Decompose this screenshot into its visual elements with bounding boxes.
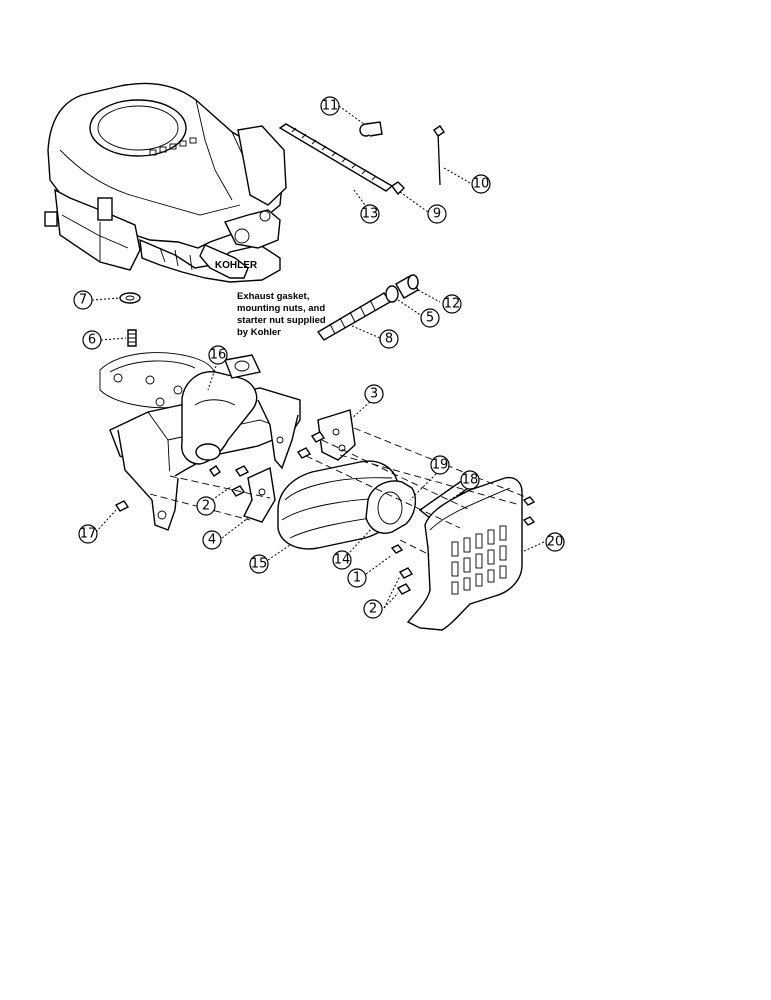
callout-15: 15 <box>249 554 269 574</box>
svg-text:20: 20 <box>547 535 564 550</box>
svg-text:11: 11 <box>322 99 339 114</box>
svg-text:7: 7 <box>79 293 87 308</box>
note-line-1: Exhaust gasket, <box>237 291 309 302</box>
svg-text:8: 8 <box>385 332 393 347</box>
washer-7 <box>119 292 141 304</box>
svg-text:12: 12 <box>444 297 461 312</box>
hose-clamp-11 <box>359 121 383 137</box>
engine-brand-text: KOHLER <box>215 260 258 271</box>
callout-18: 18 <box>460 470 480 490</box>
svg-text:16: 16 <box>210 348 227 363</box>
tie-10 <box>433 125 445 186</box>
callout-7: 7 <box>73 290 93 310</box>
note-exhaust-gasket: Exhaust gasket, mounting nuts, and start… <box>237 291 326 338</box>
bracket-3 <box>317 409 356 461</box>
callout-6: 6 <box>82 330 102 350</box>
callout-2a: 2 <box>196 496 216 516</box>
exhaust-gasket <box>224 354 262 379</box>
callout-14: 14 <box>332 550 352 570</box>
exhaust-pipe-16 <box>181 371 258 465</box>
callout-1: 1 <box>347 568 367 588</box>
svg-text:15: 15 <box>251 557 268 572</box>
filter-12 <box>395 274 419 299</box>
clamp-5 <box>385 285 399 303</box>
svg-text:4: 4 <box>208 533 216 548</box>
svg-text:2: 2 <box>202 499 210 514</box>
svg-text:19: 19 <box>432 458 449 473</box>
svg-text:13: 13 <box>362 207 379 222</box>
callout-17: 17 <box>78 524 98 544</box>
callout-19: 19 <box>430 455 450 475</box>
callout-11: 11 <box>320 96 340 116</box>
muffler-guard-20 <box>406 476 523 631</box>
note-line-4: by Kohler <box>237 327 281 338</box>
svg-text:3: 3 <box>370 387 378 402</box>
svg-text:1: 1 <box>353 571 361 586</box>
svg-text:14: 14 <box>334 553 351 568</box>
bracket-4 <box>243 466 276 523</box>
callout-5: 5 <box>420 308 440 328</box>
stud-6 <box>127 329 137 347</box>
callout-9: 9 <box>427 204 447 224</box>
callout-12: 12 <box>442 294 462 314</box>
note-line-2: mounting nuts, and <box>237 303 325 314</box>
callout-8: 8 <box>379 329 399 349</box>
svg-text:2: 2 <box>369 602 377 617</box>
leader-lines <box>91 105 545 609</box>
callout-16: 16 <box>208 345 228 365</box>
svg-text:10: 10 <box>473 177 490 192</box>
note-line-3: starter nut supplied <box>237 315 326 326</box>
svg-text:9: 9 <box>433 207 441 222</box>
svg-text:18: 18 <box>462 473 479 488</box>
fitting-9 <box>390 181 405 196</box>
callout-3: 3 <box>364 384 384 404</box>
callout-10: 10 <box>471 174 491 194</box>
callout-20: 20 <box>545 532 565 552</box>
svg-text:6: 6 <box>88 333 96 348</box>
callout-13: 13 <box>360 204 380 224</box>
svg-text:17: 17 <box>80 527 97 542</box>
hose-8 <box>316 292 391 341</box>
deflector-14 <box>365 480 417 534</box>
callout-2b: 2 <box>363 599 383 619</box>
svg-text:5: 5 <box>426 311 434 326</box>
callout-4: 4 <box>202 530 222 550</box>
engine: KOHLER <box>44 82 287 283</box>
